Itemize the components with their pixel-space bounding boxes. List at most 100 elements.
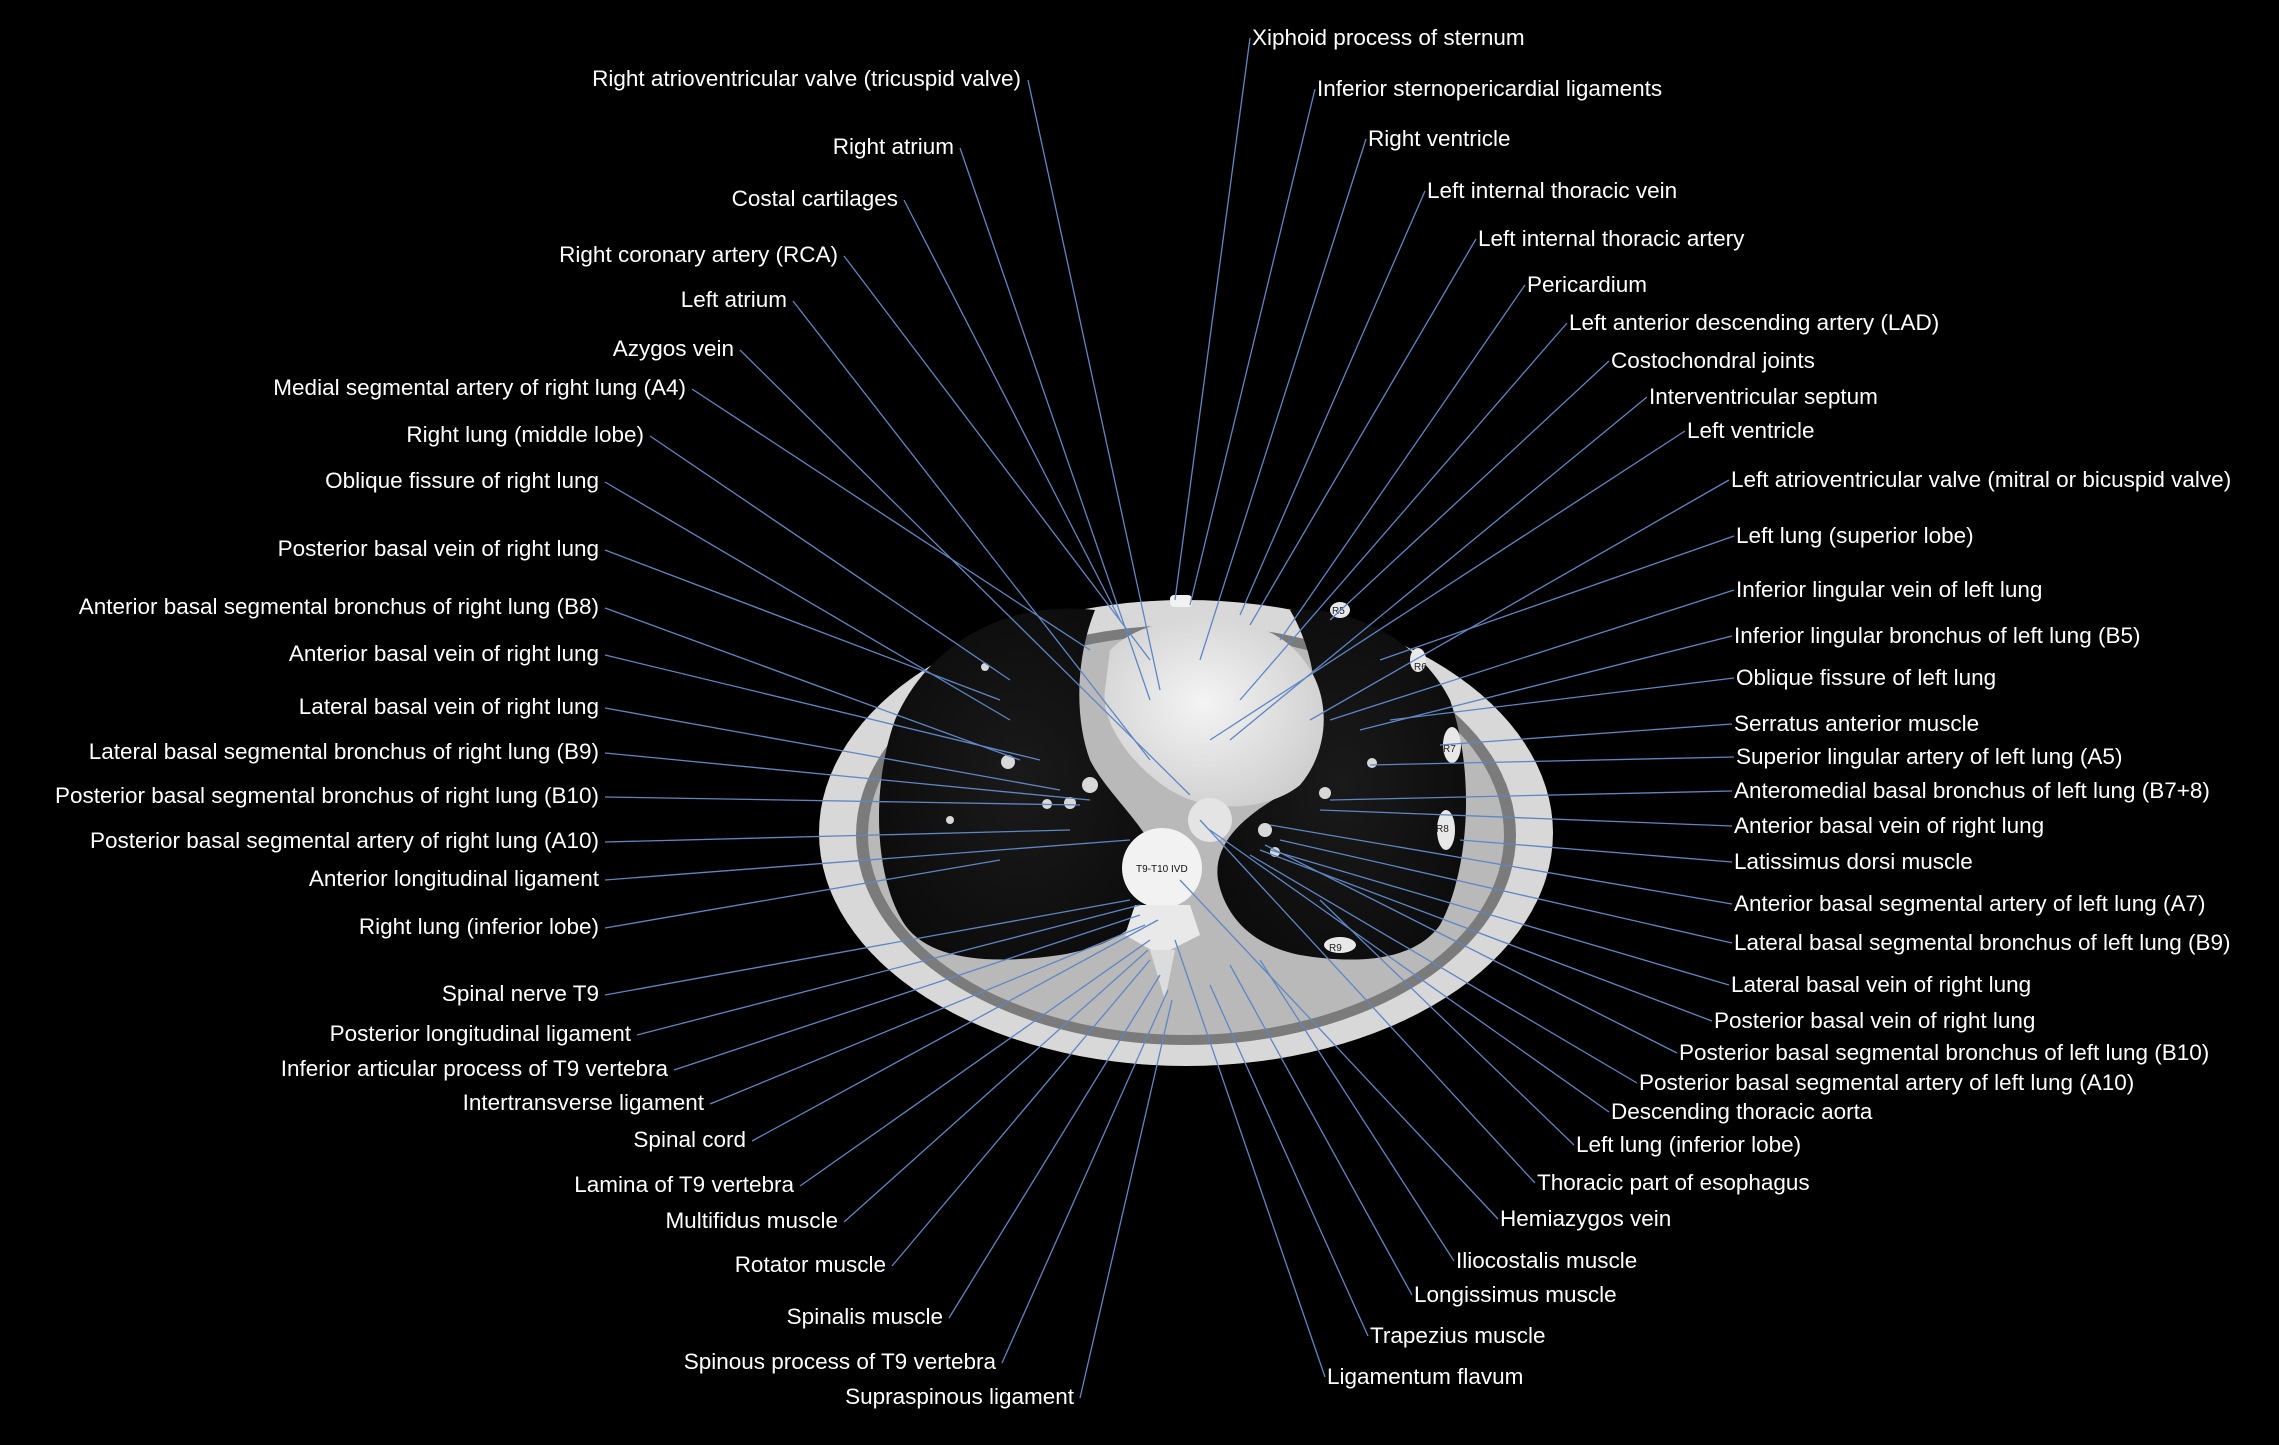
leader-line-left-3	[843, 255, 1151, 661]
leader-line-left-17	[604, 859, 1001, 929]
label-posterior-basal-vein-right: Posterior basal vein of right lung	[278, 536, 599, 561]
leader-line-right-9	[1209, 430, 1686, 741]
leader-line-left-28	[1079, 999, 1173, 1399]
label-inferior-articular-process-t9: Inferior articular process of T9 vertebr…	[281, 1056, 669, 1081]
leader-line-right-3	[1239, 190, 1426, 616]
label-right-coronary-artery: Right coronary artery (RCA)	[559, 242, 838, 267]
label-left-internal-thoracic-artery: Left internal thoracic artery	[1478, 226, 1745, 251]
label-serratus-anterior: Serratus anterior muscle	[1734, 711, 1979, 736]
label-trapezius-muscle: Trapezius muscle	[1370, 1323, 1545, 1348]
rib-label-r8: R8	[1436, 824, 1449, 835]
label-lamina-t9: Lamina of T9 vertebra	[574, 1172, 794, 1197]
spinous-process	[1150, 950, 1175, 1000]
rib-label-r9: R9	[1329, 943, 1342, 954]
leader-line-left-27	[1001, 989, 1169, 1364]
leader-line-right-8	[1229, 396, 1648, 741]
label-right-atrium: Right atrium	[833, 134, 954, 159]
leader-line-left-22	[751, 919, 1159, 1142]
vertebral-body	[1122, 828, 1202, 908]
leader-line-left-21	[709, 924, 1146, 1105]
label-left-internal-thoracic-vein: Left internal thoracic vein	[1427, 178, 1677, 203]
leader-line-left-16	[604, 839, 1131, 881]
label-anterior-basal-bronchus-b8: Anterior basal segmental bronchus of rig…	[79, 594, 599, 619]
leader-line-left-11	[604, 654, 1041, 761]
leader-line-left-9	[604, 549, 1001, 701]
leader-line-left-13	[604, 752, 1091, 801]
label-pericardium: Pericardium	[1527, 272, 1647, 297]
rib-label-r6: R6	[1414, 662, 1427, 673]
label-posterior-basal-bronchus-b10: Posterior basal segmental bronchus of ri…	[55, 783, 599, 808]
label-costal-cartilages: Costal cartilages	[732, 186, 898, 211]
leader-line-right-19	[1459, 839, 1733, 863]
leader-line-right-17	[1329, 790, 1733, 801]
leader-line-right-15	[1439, 723, 1733, 746]
leader-line-right-7	[1329, 360, 1610, 621]
label-inferior-lingular-vein: Inferior lingular vein of left lung	[1736, 577, 2042, 602]
leader-line-right-29	[1179, 879, 1499, 1220]
leader-line-right-21	[1279, 839, 1733, 944]
leader-line-right-11	[1379, 535, 1735, 661]
leader-line-right-27	[1319, 899, 1575, 1146]
labels-right: Xiphoid process of sternum Inferior ster…	[1252, 25, 2231, 1389]
leader-line-right-12	[1329, 589, 1735, 721]
leader-line-right-22	[1269, 849, 1730, 986]
leader-lines	[604, 37, 1735, 1399]
vertebra-level-label: T9-T10 IVD	[1136, 864, 1188, 875]
leader-line-right-24	[1264, 844, 1678, 1054]
leader-line-left-20	[673, 914, 1141, 1071]
label-lateral-basal-bronchus-b9: Lateral basal segmental bronchus of righ…	[89, 739, 599, 764]
leader-line-right-26	[1209, 829, 1610, 1113]
label-left-atrium: Left atrium	[681, 287, 787, 312]
leader-line-left-7	[649, 435, 1011, 681]
vertebral-arch	[1125, 905, 1200, 955]
leader-line-right-28	[1199, 819, 1536, 1184]
leader-line-left-5	[739, 349, 1191, 796]
label-posterior-basal-artery-left-a10: Posterior basal segmental artery of left…	[1639, 1070, 2134, 1095]
label-rotator-muscle: Rotator muscle	[735, 1252, 886, 1277]
leader-line-right-32	[1209, 984, 1369, 1337]
leader-line-left-12	[604, 707, 1061, 791]
label-lateral-basal-vein-right: Lateral basal vein of right lung	[299, 694, 599, 719]
label-posterior-basal-vein-right-2: Posterior basal vein of right lung	[1714, 1008, 2035, 1033]
heart-shape	[1104, 618, 1324, 807]
label-hemiazygos-vein: Hemiazygos vein	[1500, 1206, 1671, 1231]
label-intertransverse-ligament: Intertransverse ligament	[463, 1090, 705, 1115]
sternum-shape	[1170, 595, 1192, 607]
leader-line-right-30	[1259, 959, 1455, 1262]
leader-line-right-10	[1309, 479, 1730, 721]
label-descending-aorta: Descending thoracic aorta	[1611, 1099, 1873, 1124]
label-left-lung-inferior-lobe: Left lung (inferior lobe)	[1576, 1132, 1801, 1157]
labels-left: Right atrioventricular valve (tricuspid …	[55, 66, 1075, 1409]
label-posterior-longitudinal-ligament: Posterior longitudinal ligament	[330, 1021, 632, 1046]
aorta-shape	[1188, 798, 1232, 842]
label-anterior-basal-vein-right-2: Anterior basal vein of right lung	[1734, 813, 2044, 838]
label-oblique-fissure-right: Oblique fissure of right lung	[325, 468, 599, 493]
leader-line-right-25	[1249, 854, 1638, 1084]
label-anteromedial-basal-bronchus: Anteromedial basal bronchus of left lung…	[1734, 778, 2210, 803]
label-tricuspid-valve: Right atrioventricular valve (tricuspid …	[592, 66, 1021, 91]
label-inferior-sternopericardial-ligaments: Inferior sternopericardial ligaments	[1317, 76, 1662, 101]
label-anterior-basal-artery-a7: Anterior basal segmental artery of left …	[1734, 891, 2205, 916]
label-anterior-longitudinal-ligament: Anterior longitudinal ligament	[309, 866, 600, 891]
rib-r9	[1324, 937, 1356, 953]
label-right-lung-middle-lobe: Right lung (middle lobe)	[406, 422, 644, 447]
label-lad: Left anterior descending artery (LAD)	[1569, 310, 1939, 335]
label-spinalis-muscle: Spinalis muscle	[787, 1304, 943, 1329]
leader-line-right-14	[1389, 677, 1735, 721]
leader-line-left-4	[792, 300, 1151, 761]
label-latissimus-dorsi: Latissimus dorsi muscle	[1734, 849, 1973, 874]
leader-line-left-19	[636, 904, 1141, 1036]
leader-line-left-25	[891, 959, 1151, 1267]
rib-label-r7: R7	[1443, 744, 1456, 755]
label-posterior-basal-bronchus-left-b10: Posterior basal segmental bronchus of le…	[1679, 1040, 2209, 1065]
label-inferior-lingular-bronchus-b5: Inferior lingular bronchus of left lung …	[1734, 623, 2140, 648]
label-lateral-basal-vein-right-2: Lateral basal vein of right lung	[1731, 972, 2031, 997]
label-ligamentum-flavum: Ligamentum flavum	[1327, 1364, 1523, 1389]
label-spinal-cord: Spinal cord	[633, 1127, 746, 1152]
label-thoracic-esophagus: Thoracic part of esophagus	[1537, 1170, 1810, 1195]
leader-line-left-14	[604, 796, 1081, 806]
label-spinal-nerve-t9: Spinal nerve T9	[442, 981, 599, 1006]
right-lung-shape	[878, 608, 1161, 960]
label-azygos-vein: Azygos vein	[613, 336, 734, 361]
